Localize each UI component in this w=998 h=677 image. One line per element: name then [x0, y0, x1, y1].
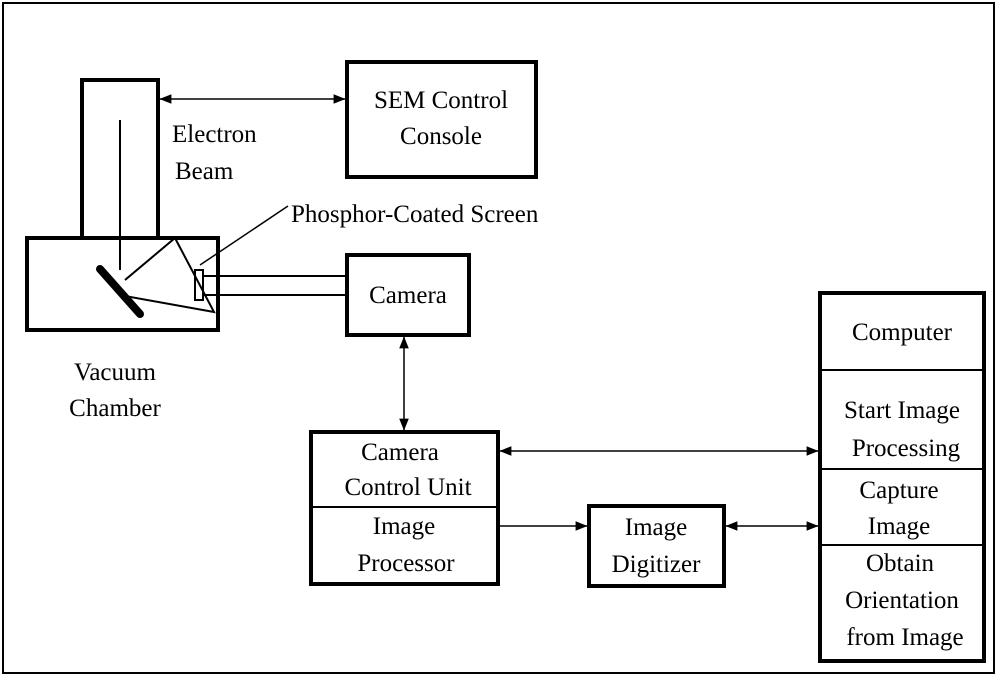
camera-box — [345, 253, 471, 337]
sem-console-box — [345, 60, 538, 179]
orientation-label-1: Obtain — [866, 550, 935, 577]
ccu-label-2: Control Unit — [344, 474, 471, 501]
electron-beam-label-2: Beam — [175, 158, 234, 185]
orientation-label-3: from Image — [846, 624, 963, 651]
ccu-label-1: Camera — [361, 439, 439, 466]
computer-label: Computer — [852, 319, 953, 346]
orientation-label-2: Orientation — [845, 587, 959, 614]
digitizer-label-1: Image — [625, 514, 687, 541]
start-processing-label-2: Processing — [852, 435, 961, 462]
phosphor-screen-label: Phosphor-Coated Screen — [291, 201, 539, 228]
image-processor-label-2: Processor — [357, 550, 455, 577]
electron-beam-label-1: Electron — [172, 121, 257, 148]
vacuum-chamber-label-2: Chamber — [69, 395, 161, 422]
image-processor-label-1: Image — [373, 513, 435, 540]
capture-label-1: Capture — [859, 477, 938, 504]
digitizer-label-2: Digitizer — [612, 551, 702, 578]
sample-stage — [96, 265, 144, 318]
vacuum-chamber-label-1: Vacuum — [74, 359, 156, 386]
digitizer-box — [587, 504, 726, 588]
computer-box — [818, 291, 986, 663]
camera-label: Camera — [369, 282, 447, 309]
vacuum-chamber-box — [25, 236, 220, 332]
phosphor-leader-line — [199, 205, 289, 266]
phosphor-screen — [194, 269, 204, 301]
capture-label-2: Image — [868, 513, 930, 540]
sem-console-label-1: SEM Control — [374, 87, 508, 114]
start-processing-label-1: Start Image — [844, 397, 960, 424]
sem-console-label-2: Console — [400, 123, 482, 150]
